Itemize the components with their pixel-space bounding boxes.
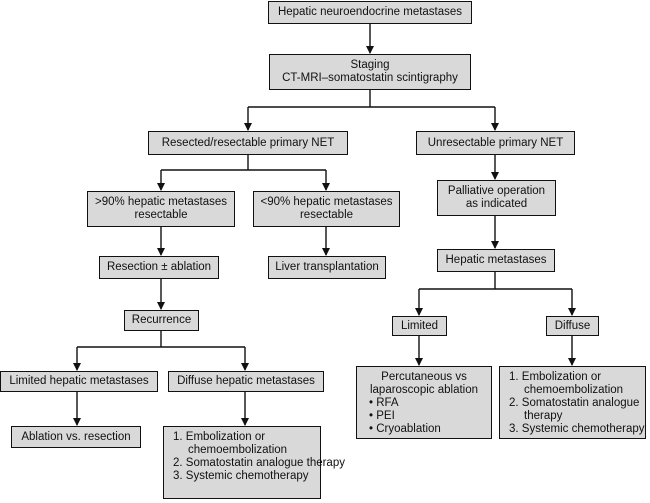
node-ablation-vs-resection-label: Ablation vs. resection bbox=[21, 430, 131, 443]
node-recurrence: Recurrence bbox=[124, 310, 199, 331]
bullet-dot: • bbox=[369, 410, 374, 422]
list-item-2: 2. Somatostatin analogue bbox=[509, 397, 640, 409]
node-recurrence-label: Recurrence bbox=[131, 314, 192, 326]
node-percutaneous: Percutaneous vs laparoscopic ablation • … bbox=[356, 366, 492, 439]
node-resected-label: Resected/resectable primary NET bbox=[161, 136, 335, 149]
list-item-3: 3. Systemic chemotherapy bbox=[173, 470, 309, 482]
node-limited-label: Limited bbox=[400, 319, 439, 332]
node-resection-ablation: Resection ± ablation bbox=[99, 256, 219, 279]
node-liver-transplant: Liver transplantation bbox=[268, 256, 386, 279]
node-staging-label-2: CT-MRI–somatostatin scintigraphy bbox=[282, 72, 458, 84]
node-hepatic-mets: Hepatic metastases bbox=[437, 249, 555, 272]
list-item-2: 2. Somatostatin analogue therapy bbox=[173, 457, 345, 469]
bullet-item-cryoablation: • Cryoablation bbox=[357, 423, 441, 436]
node-limited-hepatic-label: Limited hepatic metastases bbox=[9, 375, 149, 387]
bullet-text: Cryoablation bbox=[376, 423, 441, 435]
list-item-1: 1. Embolization or bbox=[173, 431, 266, 443]
bullet-dot: • bbox=[369, 397, 374, 409]
node-ablation-vs-resection: Ablation vs. resection bbox=[11, 426, 141, 448]
bullet-text: RFA bbox=[376, 397, 399, 409]
node-limited-hepatic: Limited hepatic metastases bbox=[0, 371, 158, 392]
node-resected: Resected/resectable primary NET bbox=[148, 131, 348, 155]
list-item-2-cont: therapy bbox=[524, 410, 563, 422]
node-lt90-label-2: resectable bbox=[299, 209, 354, 221]
node-percutaneous-label-1: Percutaneous vs bbox=[381, 371, 467, 383]
node-diffuse-label: Diffuse bbox=[554, 319, 591, 332]
node-diffuse: Diffuse bbox=[546, 316, 599, 336]
bullet-text: PEI bbox=[376, 410, 395, 422]
node-lt90: <90% hepatic metastases resectable bbox=[253, 191, 400, 227]
node-recur-diffuse-list: 1. Embolization or chemoembolization 2. … bbox=[163, 426, 345, 499]
node-diffuse-hepatic-label: Diffuse hepatic metastases bbox=[177, 375, 315, 387]
node-diffuse-list: 1. Embolization or chemoembolization 2. … bbox=[499, 366, 646, 439]
node-palliative-label-2: as indicated bbox=[465, 198, 528, 210]
node-staging-label-1: Staging bbox=[350, 59, 390, 71]
node-hepatic-mets-label: Hepatic metastases bbox=[445, 254, 547, 266]
node-palliative: Palliative operation as indicated bbox=[437, 180, 556, 216]
node-lt90-label-1: <90% hepatic metastases bbox=[260, 196, 393, 208]
list-item-1-cont: chemoembolization bbox=[524, 384, 624, 396]
list-item-1-cont: chemoembolization bbox=[188, 444, 288, 456]
list-item-3: 3. Systemic chemotherapy bbox=[509, 423, 645, 435]
node-diffuse-hepatic: Diffuse hepatic metastases bbox=[168, 371, 324, 392]
node-palliative-label-1: Palliative operation bbox=[447, 185, 546, 197]
node-resection-ablation-label: Resection ± ablation bbox=[106, 261, 212, 273]
node-gt90-label-1: >90% hepatic metastases bbox=[94, 196, 227, 208]
node-unresectable-label: Unresectable primary NET bbox=[427, 136, 564, 149]
node-staging: Staging CT-MRI–somatostatin scintigraphy bbox=[269, 54, 471, 90]
list-item-1: 1. Embolization or bbox=[509, 371, 602, 383]
bullet-item-pei: • PEI bbox=[357, 410, 395, 423]
bullet-item-rfa: • RFA bbox=[357, 397, 399, 410]
node-limited: Limited bbox=[392, 316, 447, 336]
node-liver-transplant-label: Liver transplantation bbox=[275, 261, 379, 273]
node-root: Hepatic neuroendocrine metastases bbox=[268, 1, 472, 24]
node-gt90: >90% hepatic metastases resectable bbox=[87, 191, 235, 227]
node-percutaneous-label-2: laparoscopic ablation bbox=[369, 384, 479, 396]
node-root-label: Hepatic neuroendocrine metastases bbox=[277, 6, 463, 18]
node-gt90-label-2: resectable bbox=[134, 209, 188, 221]
node-unresectable: Unresectable primary NET bbox=[416, 131, 575, 155]
bullet-dot: • bbox=[369, 423, 374, 435]
